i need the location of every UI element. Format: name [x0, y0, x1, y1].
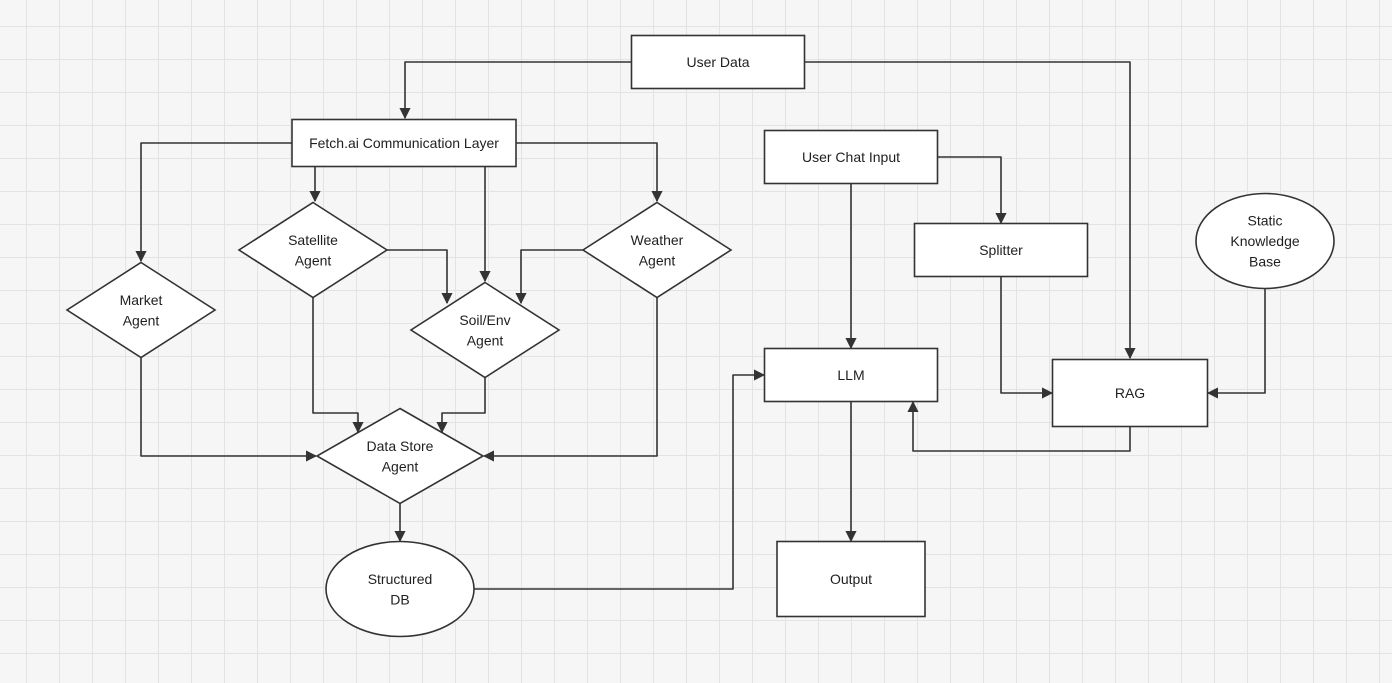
- node-output[interactable]: Output: [776, 540, 926, 618]
- rag-box: [1051, 358, 1209, 428]
- node-user-data[interactable]: User Data: [630, 34, 806, 90]
- static-kb-label-3: Base: [1249, 254, 1281, 270]
- rag-label: RAG: [1115, 385, 1145, 401]
- edge-layer: [135, 61, 1266, 590]
- user-data-label: User Data: [686, 54, 749, 70]
- structured-db-ellipse: [325, 540, 475, 638]
- output-box: [776, 540, 926, 618]
- user-data-box: [630, 34, 806, 90]
- arrow-satellite-agent-to-data-store-agent: [312, 297, 364, 434]
- soil-env-agent-label-1: Soil/Env: [459, 312, 510, 328]
- node-llm[interactable]: LLM: [763, 347, 939, 403]
- static-kb-label-2: Knowledge: [1230, 233, 1299, 249]
- splitter-label: Splitter: [979, 242, 1023, 258]
- data-store-agent-label-1: Data Store: [367, 438, 434, 454]
- splitter-box: [913, 222, 1089, 278]
- market-agent-label-1: Market: [120, 292, 163, 308]
- market-agent-label-2: Agent: [123, 312, 160, 328]
- soil-env-agent-label-2: Agent: [467, 332, 504, 348]
- arrow-soil-env-agent-to-data-store-agent: [436, 378, 486, 434]
- fetch-layer-box: [291, 118, 517, 168]
- structured-db-label-2: DB: [390, 591, 409, 607]
- arrow-market-agent-to-data-store-agent: [140, 358, 318, 462]
- satellite-agent-diamond: [237, 201, 389, 299]
- node-rag[interactable]: RAG: [1051, 358, 1209, 428]
- fetch-layer-label: Fetch.ai Communication Layer: [309, 135, 499, 151]
- llm-box: [763, 347, 939, 403]
- arrow-satellite-agent-to-soil-env-agent: [386, 249, 453, 305]
- data-store-agent-diamond: [315, 407, 485, 505]
- node-fetch-layer[interactable]: Fetch.ai Communication Layer: [291, 118, 517, 168]
- soil-env-agent-diamond: [409, 281, 561, 379]
- user-chat-input-label: User Chat Input: [802, 149, 900, 165]
- arrow-fetch-layer-to-market-agent: [135, 142, 292, 263]
- arrow-splitter-to-rag: [1000, 277, 1054, 399]
- arrow-user-data-to-fetch-layer: [399, 61, 632, 120]
- llm-label: LLM: [837, 367, 864, 383]
- arrow-structured-db-to-llm: [474, 369, 766, 590]
- data-store-agent-label-2: Agent: [382, 458, 419, 474]
- static-kb-label-1: Static: [1247, 213, 1282, 229]
- weather-agent-diamond: [581, 201, 733, 299]
- output-label: Output: [830, 571, 872, 587]
- arrow-static-kb-to-rag: [1206, 289, 1266, 399]
- arrow-user-data-to-rag: [805, 61, 1136, 360]
- arrow-weather-agent-to-soil-env-agent: [515, 249, 583, 305]
- arrow-rag-to-llm: [907, 400, 1131, 452]
- weather-agent-label-2: Agent: [639, 252, 676, 268]
- static-kb-ellipse: [1195, 192, 1335, 290]
- market-agent-diamond: [65, 261, 217, 359]
- weather-agent-label-1: Weather: [631, 232, 684, 248]
- node-splitter[interactable]: Splitter: [913, 222, 1089, 278]
- arrow-fetch-layer-to-weather-agent: [516, 142, 663, 203]
- satellite-agent-label-2: Agent: [295, 252, 332, 268]
- structured-db-label-1: Structured: [368, 571, 433, 587]
- satellite-agent-label-1: Satellite: [288, 232, 338, 248]
- user-chat-input-box: [763, 129, 939, 185]
- arrow-weather-agent-to-data-store-agent: [482, 297, 658, 462]
- arrow-user-chat-input-to-splitter: [938, 156, 1007, 225]
- node-user-chat-input[interactable]: User Chat Input: [763, 129, 939, 185]
